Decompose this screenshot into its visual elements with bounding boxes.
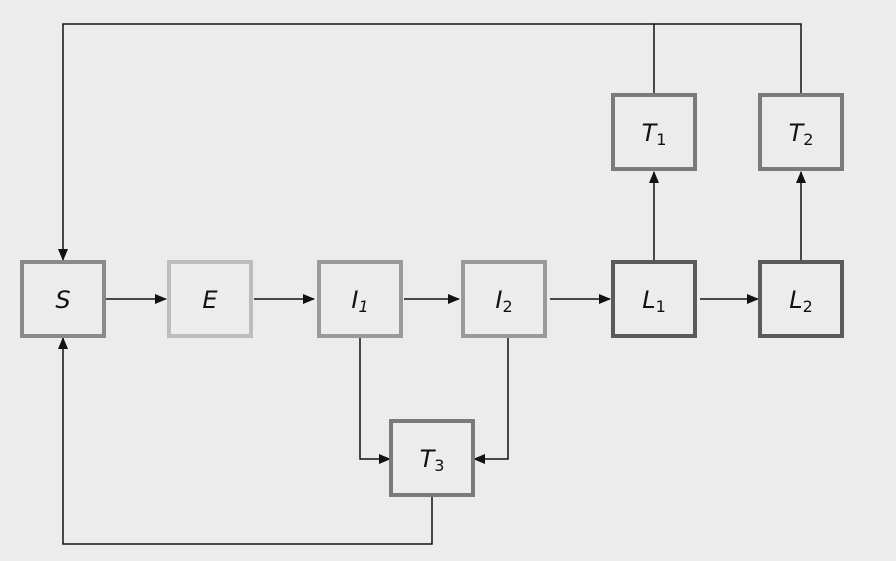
node-box [317, 260, 403, 338]
node-t2: T2 [758, 93, 844, 171]
node-box [20, 260, 106, 338]
svg-text:S: S [55, 286, 70, 314]
node-l2: L2 [758, 260, 844, 338]
node-subscript: 2 [803, 297, 813, 316]
node-e: E [167, 260, 253, 338]
node-subscript: 2 [502, 297, 512, 316]
node-subscript: 3 [434, 456, 444, 475]
edge-t3-to-s [58, 337, 433, 545]
node-box [611, 260, 697, 338]
node-box [461, 260, 547, 338]
svg-text:T3: T3 [420, 445, 445, 475]
edge-t1-to-s [58, 23, 655, 261]
node-main-label: I [495, 286, 502, 314]
node-subscript: 2 [803, 130, 813, 149]
node-t3: T3 [389, 419, 475, 497]
node-main-label: T [420, 445, 437, 473]
edge-i2-to-t3 [473, 338, 509, 464]
svg-text:T2: T2 [789, 119, 814, 149]
node-i2: I2 [461, 260, 547, 338]
node-box [758, 93, 844, 171]
node-l1: L1 [611, 260, 697, 338]
svg-text:T1: T1 [642, 119, 667, 149]
node-t1: T1 [611, 93, 697, 171]
node-main-label: T [642, 119, 659, 147]
node-subscript: 1 [656, 297, 666, 316]
svg-text:L1: L1 [642, 286, 666, 316]
node-main-label: T [789, 119, 806, 147]
node-box [758, 260, 844, 338]
node-box [389, 419, 475, 497]
node-subscript: 1 [656, 130, 666, 149]
edge-t2-to-s [654, 23, 802, 93]
node-box [611, 93, 697, 171]
svg-text:I1: I1 [351, 286, 368, 316]
node-box [167, 260, 253, 338]
node-main-label: L [789, 286, 802, 314]
node-main-label: E [202, 286, 218, 314]
svg-text:I2: I2 [495, 286, 512, 316]
node-subscript: 1 [358, 297, 368, 316]
node-main-label: L [642, 286, 655, 314]
node-s: S [20, 260, 106, 338]
edge-i1-to-t3 [359, 338, 391, 464]
node-main-label: I [351, 286, 358, 314]
svg-text:E: E [202, 286, 218, 314]
node-main-label: S [55, 286, 70, 314]
svg-text:L2: L2 [789, 286, 813, 316]
node-i1: I1 [317, 260, 403, 338]
